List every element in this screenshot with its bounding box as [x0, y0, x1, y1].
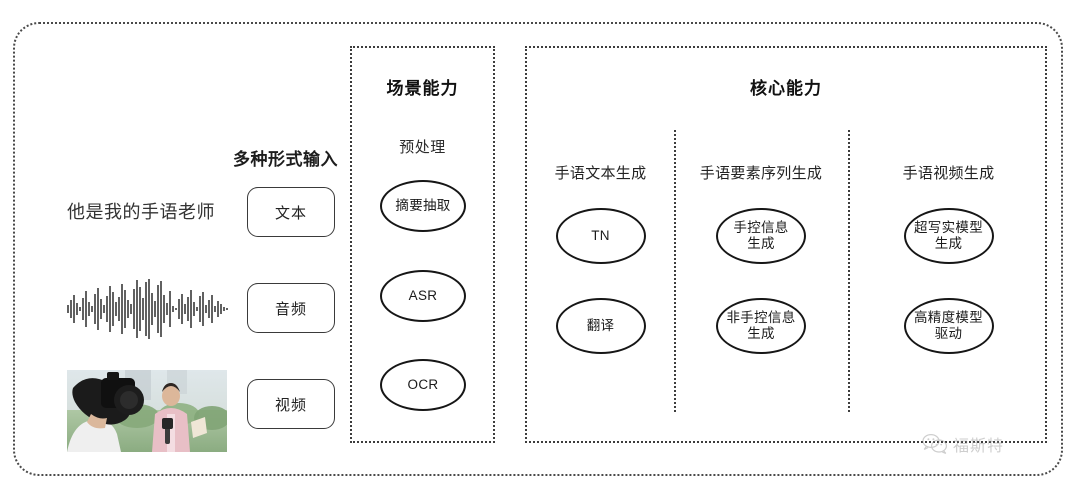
diagram-outer-frame — [13, 22, 1063, 476]
core-panel-title: 核心能力 — [750, 79, 822, 98]
watermark: 福斯特 — [922, 432, 1004, 456]
scene-node-summary-extraction-label: 摘要抽取 — [395, 198, 451, 214]
scene-capability-panel: 场景能力 预处理 摘要抽取 ASR OCR — [350, 46, 495, 443]
input-section-heading: 多种形式输入 — [233, 150, 338, 169]
core-capability-panel: 核心能力 手语文本生成 TN 翻译 手语要素序列生成 手控信息生成 非手控信息生… — [525, 46, 1047, 443]
core-column-divider-2 — [848, 130, 850, 412]
watermark-text: 福斯特 — [953, 436, 1005, 455]
core-node-tn[interactable]: TN — [555, 208, 646, 264]
input-button-audio[interactable]: 音频 — [247, 283, 335, 333]
core-column-sign-text-generation: 手语文本生成 TN 翻译 — [527, 48, 674, 441]
input-section: 多种形式输入 他是我的手语老师 — [20, 40, 340, 460]
scene-panel-subtitle: 预处理 — [399, 139, 446, 156]
video-thumbnail-image — [67, 370, 227, 452]
core-node-non-manual-info-generation[interactable]: 非手控信息生成 — [716, 298, 806, 354]
core-column-3-header: 手语视频生成 — [902, 165, 995, 182]
scene-node-asr-label: ASR — [408, 288, 438, 304]
core-node-manual-info-generation-label: 手控信息生成 — [733, 220, 789, 251]
core-column-divider-1 — [674, 130, 676, 412]
core-node-high-precision-model-driving[interactable]: 高精度模型驱动 — [903, 298, 994, 354]
core-node-high-precision-model-driving-label: 高精度模型驱动 — [914, 310, 983, 341]
core-column-1-header: 手语文本生成 — [554, 165, 647, 182]
core-column-2-header: 手语要素序列生成 — [699, 165, 823, 182]
core-node-translation[interactable]: 翻译 — [555, 298, 646, 354]
scene-node-ocr[interactable]: OCR — [380, 359, 466, 411]
scene-node-asr[interactable]: ASR — [380, 270, 466, 322]
input-button-audio-label: 音频 — [274, 300, 307, 318]
input-button-text-label: 文本 — [274, 204, 307, 222]
input-button-text[interactable]: 文本 — [247, 187, 335, 237]
core-node-manual-info-generation[interactable]: 手控信息生成 — [716, 208, 806, 264]
core-node-translation-label: 翻译 — [586, 318, 615, 334]
scene-node-ocr-label: OCR — [407, 377, 439, 393]
scene-node-summary-extraction[interactable]: 摘要抽取 — [380, 180, 466, 232]
core-column-sign-element-sequence-generation: 手语要素序列生成 手控信息生成 非手控信息生成 — [674, 48, 848, 441]
core-node-tn-label: TN — [591, 228, 610, 244]
input-button-video-label: 视频 — [274, 396, 307, 414]
wechat-icon — [922, 433, 948, 455]
audio-waveform-icon — [62, 278, 234, 340]
core-node-hyper-realistic-model-generation-label: 超写实模型生成 — [914, 220, 983, 251]
sample-sentence-text: 他是我的手语老师 — [67, 202, 215, 222]
core-node-non-manual-info-generation-label: 非手控信息生成 — [726, 310, 796, 341]
scene-panel-title: 场景能力 — [386, 79, 459, 98]
core-column-sign-video-generation: 手语视频生成 超写实模型生成 高精度模型驱动 — [848, 48, 1049, 441]
core-node-hyper-realistic-model-generation[interactable]: 超写实模型生成 — [903, 208, 994, 264]
input-button-video[interactable]: 视频 — [247, 379, 335, 429]
